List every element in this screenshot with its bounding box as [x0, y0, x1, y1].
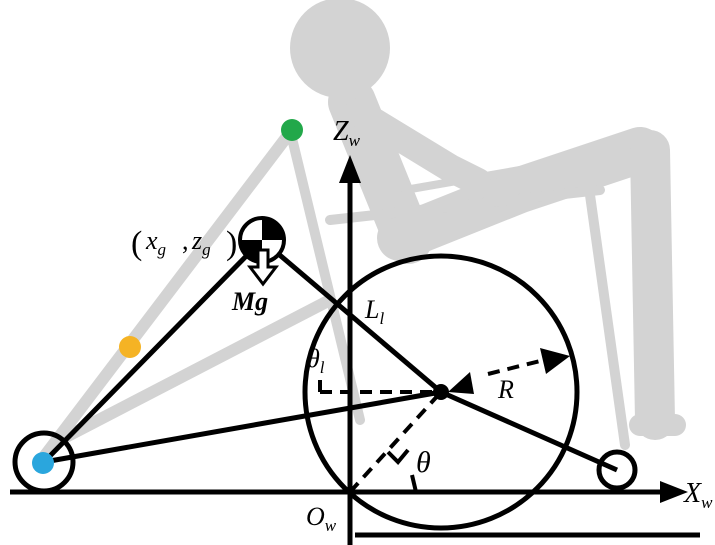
- com-to-axle-link: [260, 238, 443, 394]
- z-axis-label: Zw: [333, 116, 361, 150]
- lower-boom: [54, 294, 336, 446]
- angle-markers: [318, 380, 418, 493]
- x-axis-arrowhead: [660, 481, 688, 503]
- axle-point: [433, 384, 449, 400]
- center-of-mass-symbol: [238, 216, 286, 264]
- mechanism-lines: [10, 180, 700, 545]
- seat-frame: [325, 185, 605, 225]
- com-coordinate-label: ( xg , zg ): [131, 225, 237, 262]
- svg-text:xg: xg: [145, 226, 166, 259]
- green-point: [281, 119, 303, 141]
- length-label: Ll: [364, 295, 384, 328]
- weight-label: Mg: [231, 287, 268, 316]
- occupant-head: [290, 0, 390, 98]
- radius-label: R: [497, 375, 514, 404]
- axle-arrowhead: [448, 372, 474, 394]
- origin-label: Ow: [306, 502, 337, 535]
- axle-to-caster-link: [439, 389, 619, 473]
- x-axis-label: Xw: [683, 478, 713, 512]
- weight-arrow: [246, 248, 280, 287]
- svg-text:(: (: [131, 225, 142, 262]
- occupant-thigh: [377, 127, 663, 261]
- svg-text:,: ,: [182, 226, 189, 255]
- theta-arc: [410, 474, 418, 493]
- arrowheads: [339, 155, 688, 503]
- blue-point: [32, 452, 54, 474]
- main-wheel: [302, 253, 580, 531]
- rear-wheel: [12, 430, 76, 494]
- radius-dash: [487, 359, 541, 376]
- armrest-frame: [401, 166, 524, 194]
- theta-marker: [386, 448, 410, 465]
- upper-boom: [34, 124, 298, 468]
- front-frame: [585, 190, 630, 450]
- rear-to-axle-link: [43, 389, 442, 465]
- yellow-point: [119, 336, 141, 358]
- wheelchair-silhouette: [34, 0, 686, 468]
- front-caster: [596, 449, 638, 491]
- z-axis-arrowhead: [339, 155, 361, 183]
- radius-arrowhead: [540, 348, 570, 374]
- theta-l-label: θl: [307, 344, 325, 377]
- occupant-lower-leg: [630, 130, 675, 440]
- rear-strut: [42, 238, 264, 464]
- svg-text:): ): [226, 225, 237, 262]
- construction-lines: [320, 359, 541, 494]
- svg-text:zg: zg: [191, 226, 211, 259]
- theta-label: θ: [416, 446, 431, 479]
- diagonal-dash: [348, 390, 443, 494]
